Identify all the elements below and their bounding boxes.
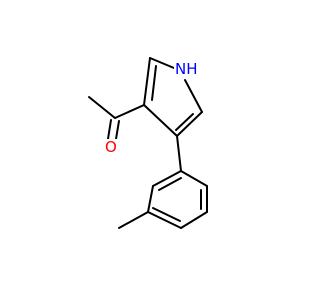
bond-carbonyl-oxygen-a [107,119,112,140]
bond-c3-c2-outer [143,57,151,106]
bond-ar1-ar2 [180,170,208,187]
bond-ar4-ar5-inner [152,207,181,222]
bond-ar6-ar1-inner [158,177,182,191]
bond-c5-c4-outer [176,111,203,137]
bond-carbonyl-oxygen-b [115,120,120,140]
bond-c2-n1 [149,57,175,69]
bond-n1-c5 [184,79,203,113]
bond-ar5-ar6 [147,185,154,213]
bond-c3-carbonyl [114,104,145,119]
bond-c5-c4-inner [175,113,194,131]
bond-c4-c3 [143,104,178,137]
bond-ar4-ar5 [147,211,182,229]
bond-ar6-ar1 [152,170,182,187]
bond-c3-c2-inner [151,65,157,101]
bond-carbonyl-methyl [88,96,116,119]
molecule-structure [88,57,208,229]
molecule-canvas: NH O [88,57,208,229]
bond-ar3-ar4 [180,211,208,229]
bond-ar5-methyl [118,211,149,229]
bond-c4-aryl [176,135,182,172]
oxygen-label: O [104,138,118,156]
nitrogen-label: NH [174,60,199,78]
